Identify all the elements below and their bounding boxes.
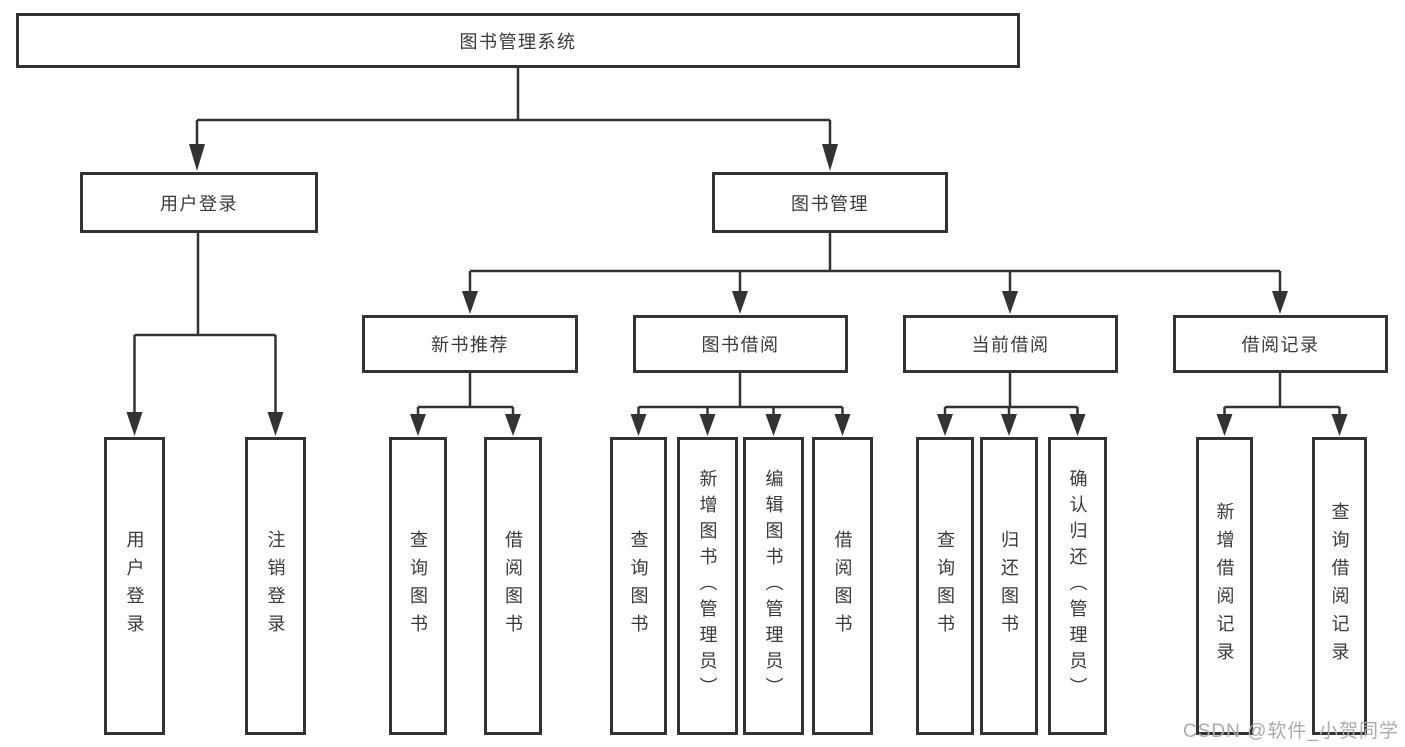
node-new-book-recommend-label: 新书推荐 — [431, 335, 509, 355]
node-book-borrow: 图书借阅 — [633, 315, 848, 373]
leaf-query-books-newbook: 查询图书 — [389, 437, 447, 735]
leaf-query-books-borrow: 查询图书 — [610, 437, 667, 735]
leaf-label: 新增图书（管理员） — [697, 469, 718, 703]
node-current-borrow: 当前借阅 — [903, 315, 1118, 373]
leaf-add-books-admin: 新增图书（管理员） — [677, 437, 738, 735]
node-book-management-label: 图书管理 — [791, 193, 869, 214]
node-current-borrow-label: 当前借阅 — [971, 335, 1050, 355]
node-root-label: 图书管理系统 — [459, 31, 577, 52]
leaf-label: 编辑图书（管理员） — [763, 469, 784, 703]
leaf-query-books-current: 查询图书 — [916, 437, 974, 735]
leaf-label: 注销登录 — [265, 530, 286, 642]
node-book-management: 图书管理 — [712, 172, 948, 233]
leaf-label: 查询图书 — [628, 530, 649, 642]
leaf-edit-books-admin: 编辑图书（管理员） — [743, 437, 804, 735]
leaf-label: 确认归还（管理员） — [1067, 469, 1088, 703]
leaf-label: 用户登录 — [124, 530, 145, 642]
leaf-return-books: 归还图书 — [980, 437, 1038, 735]
node-new-book-recommend: 新书推荐 — [362, 315, 578, 373]
node-user-login: 用户登录 — [80, 172, 318, 233]
connector-paths — [133, 68, 1341, 416]
node-borrow-records-label: 借阅记录 — [1241, 335, 1320, 355]
leaf-user-login: 用户登录 — [104, 437, 165, 735]
node-user-login-label: 用户登录 — [160, 193, 238, 214]
leaf-label: 新增借阅记录 — [1214, 502, 1235, 670]
node-root: 图书管理系统 — [16, 13, 1020, 68]
leaf-borrow-books-borrow: 借阅图书 — [812, 437, 873, 735]
node-borrow-records: 借阅记录 — [1173, 315, 1388, 373]
leaf-borrow-books-newbook: 借阅图书 — [484, 437, 542, 735]
leaf-label: 查询借阅记录 — [1329, 502, 1350, 670]
node-book-borrow-label: 图书借阅 — [701, 335, 780, 355]
leaf-label: 查询图书 — [408, 530, 428, 642]
leaf-confirm-return-admin: 确认归还（管理员） — [1048, 437, 1107, 735]
leaf-label: 归还图书 — [999, 530, 1019, 642]
leaf-add-borrow-record: 新增借阅记录 — [1196, 437, 1253, 735]
leaf-label: 借阅图书 — [503, 530, 523, 642]
leaf-query-borrow-record: 查询借阅记录 — [1312, 437, 1367, 735]
leaf-label: 借阅图书 — [832, 530, 853, 642]
leaf-label: 查询图书 — [935, 530, 955, 642]
leaf-logout-login: 注销登录 — [245, 437, 306, 735]
csdn-watermark: CSDN @软件_小贺同学 — [1183, 721, 1399, 742]
